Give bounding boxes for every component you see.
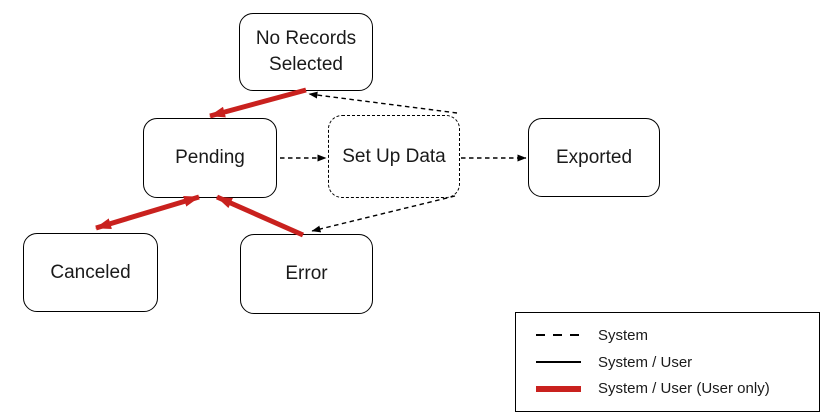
state-label-exported: Exported bbox=[555, 146, 633, 168]
edge-error-to-pending bbox=[215, 194, 305, 238]
state-node-canceled: Canceled bbox=[23, 233, 158, 312]
legend-label-system: System bbox=[598, 326, 649, 344]
state-label-set-up-data: Set Up Data bbox=[342, 145, 446, 167]
edge-no-records-to-pending bbox=[209, 87, 307, 119]
state-label-no-records-selected: No Records Selected bbox=[255, 28, 357, 75]
edge-pending-canceled-bidirectional bbox=[95, 194, 200, 231]
legend-row-system: System bbox=[536, 327, 819, 344]
legend-label-system-user: System / User bbox=[598, 353, 693, 371]
state-node-no-records-selected: No Records Selected bbox=[239, 13, 373, 91]
state-node-pending: Pending bbox=[143, 118, 277, 198]
legend-label-system-user-only: System / User (User only) bbox=[598, 380, 770, 398]
state-node-error: Error bbox=[240, 234, 373, 314]
legend-line-thick-red-icon bbox=[536, 385, 581, 392]
legend-row-system-user-only: System / User (User only) bbox=[536, 380, 819, 397]
legend-line-solid-icon bbox=[536, 361, 581, 363]
state-node-set-up-data: Set Up Data bbox=[328, 115, 460, 198]
state-label-error: Error bbox=[285, 263, 328, 285]
edge-set-up-data-to-no-records bbox=[308, 91, 458, 114]
state-label-pending: Pending bbox=[175, 147, 245, 169]
legend-line-dashed-icon bbox=[536, 334, 581, 337]
state-label-canceled: Canceled bbox=[50, 261, 131, 283]
legend-row-system-user: System / User bbox=[536, 354, 819, 371]
legend: System System / User System / User (User… bbox=[515, 312, 820, 412]
state-node-exported: Exported bbox=[528, 118, 660, 197]
edge-set-up-data-to-error bbox=[311, 195, 456, 233]
